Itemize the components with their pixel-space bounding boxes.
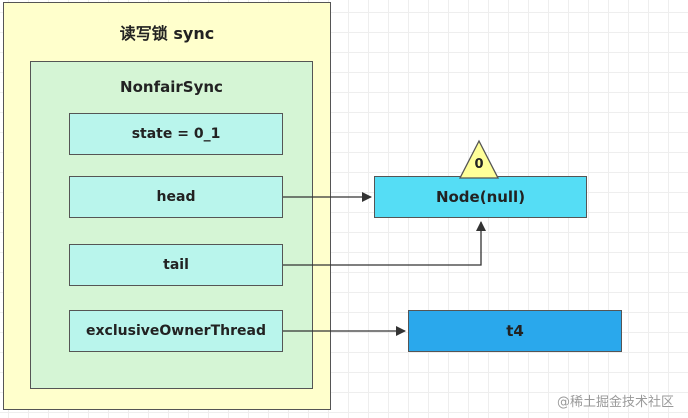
nonfairsync-title: NonfairSync [120,78,223,96]
node-badge-label: 0 [474,157,484,172]
head-field: head [69,176,283,218]
tail-field: tail [69,244,283,286]
watermark: @稀土掘金技术社区 [556,395,674,410]
node-null: Node(null) [374,176,587,218]
thread-t4: t4 [408,310,622,352]
sync-title: 读写锁 sync [119,24,215,43]
exclusive-owner-thread-field: exclusiveOwnerThread [69,310,283,352]
tail-to-node-arrow [283,221,486,266]
node-badge-triangle [458,139,500,179]
state-field: state = 0_1 [69,113,283,155]
